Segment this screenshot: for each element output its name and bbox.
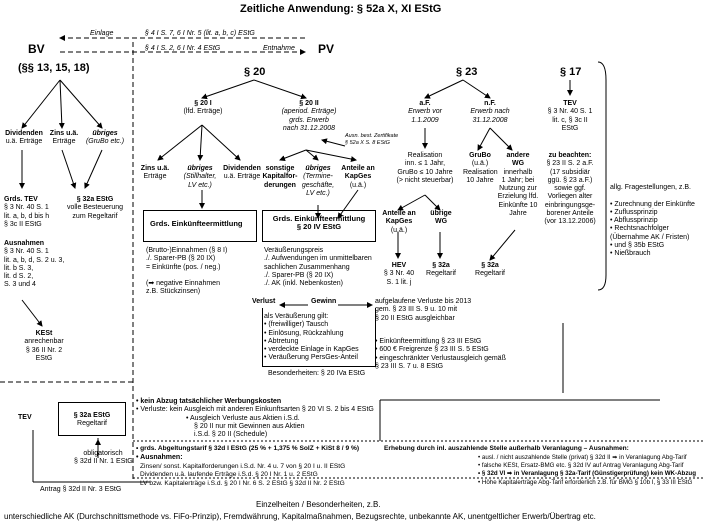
s20-uebriges-i: übriges(Stillhalter,LV etc.): [183, 165, 217, 189]
s20-box-ii: Grds. Einkünfteermittlung§ 20 IV EStG: [262, 210, 376, 242]
page-title: Zeitliche Anwendung: § 52a X, XI EStG: [240, 3, 442, 15]
bottom-obligatorisch: obligatorisch§ 32d II Nr. 1 EStG: [74, 450, 133, 466]
bottom-tev: TEV: [18, 414, 32, 421]
fragestellungen: allg. Fragestellungen, z.B.• Zurechnung …: [610, 184, 695, 258]
s20-box-i: Grds. Einkünfteermittlung: [143, 210, 257, 242]
s20-einnahmen: (Brutto-)Einnahmen (§ 8 I)./. Sparer-PB …: [146, 247, 228, 296]
s20-ausn-best: Ausn. best. Zertifikate§ 52a X S. 8 EStG: [345, 133, 399, 146]
s20-als-veraeusserung: als Veräußerung gilt:• (freiwilliger) Ta…: [264, 313, 359, 362]
s20-head: § 20: [244, 66, 266, 78]
bottom-footer: unterschiedliche AK (Durchschnittsmethod…: [4, 512, 596, 521]
s20-gewinn: Gewinn: [311, 298, 337, 305]
bottom-erhebung: Erhebung durch inl. auszahlende Stelle a…: [384, 445, 629, 452]
s20-box-ii-label: Grds. Einkünfteermittlung§ 20 IV EStG: [272, 214, 366, 232]
s17-beachten: zu beachten:§ 23 II S. 2 a.F.(17 subsidi…: [544, 152, 596, 226]
bottom-abgeltung: • grds. Abgeltungstarif § 32d I EStG (25…: [136, 445, 360, 452]
einlage-ref: § 4 I S. 7, 6 I Nr. 5 (lit. a, b, c) ESt…: [145, 30, 255, 37]
entnahme-label: Entnahme: [263, 45, 295, 52]
bv-zins: Zins u.ä.Erträge: [49, 130, 79, 146]
bottom-einzelheiten: Einzelheiten / Besonderheiten, z.B.: [256, 500, 381, 509]
s17-head: § 17: [560, 66, 582, 78]
s20-verlust: Verlust: [252, 298, 276, 305]
s20-zins: Zins u.ä.Erträge: [140, 165, 170, 181]
bottom-ausnahmen-head: • Ausnahmen:: [136, 454, 183, 461]
s20-veraeusserung-frame: [262, 308, 376, 367]
s20-box-i-label: Grds. Einkünfteermittlung: [150, 219, 243, 228]
s23-bullets: • Einkünfteermittlung § 23 III EStG• 600…: [375, 338, 506, 370]
einlage-label: Einlage: [90, 30, 114, 37]
bv-paragraphs: (§§ 13, 15, 18): [18, 62, 90, 74]
bv-label: BV: [28, 42, 45, 56]
s20-veraeusserung: Veräußerungspreis./. Aufwendungen im unm…: [264, 247, 372, 288]
right-bracket: [597, 61, 607, 291]
bottom-ausnahmen: Zinsen/ sonst. Kapitalforderungen i.S.d.…: [140, 463, 346, 487]
bottom-werbung: • kein Abzug tatsächlicher Werbungskoste…: [136, 398, 374, 439]
bv-uebriges: übriges(GruBo etc.): [85, 130, 125, 146]
s20-besonderheiten: Besonderheiten: § 20 IVa EStG: [268, 370, 366, 377]
s23-head: § 23: [456, 66, 478, 78]
pv-label: PV: [318, 42, 335, 56]
bottom-antrag: Antrag § 32d II Nr. 3 EStG: [40, 486, 122, 493]
s20-uebriges-ii: übriges(Termine-geschäfte,LV etc.): [301, 165, 335, 197]
bottom-right-bullets: • ausl. / nicht auszahlende Stelle (priv…: [478, 454, 696, 486]
entnahme-ref: § 4 I S. 2, 6 I Nr. 4 EStG: [145, 45, 221, 52]
s20-i: § 20 I(lfd. Erträge): [183, 100, 223, 116]
